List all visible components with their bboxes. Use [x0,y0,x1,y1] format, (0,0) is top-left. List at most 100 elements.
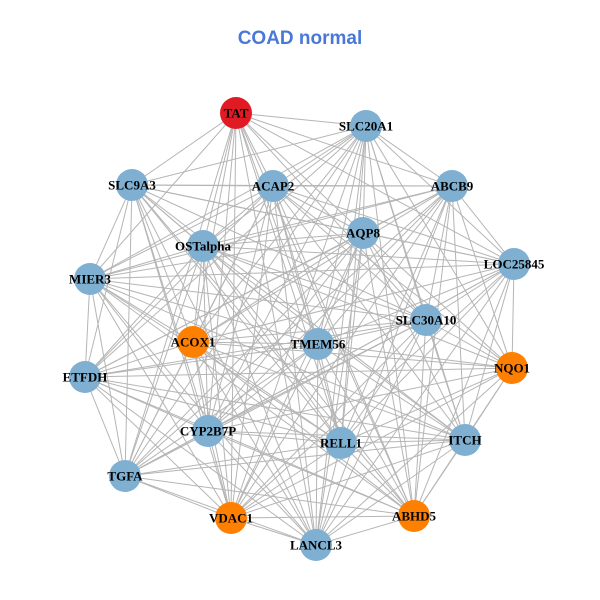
edge-slc9a3-lancl3 [131,184,317,546]
edge-slc9a3-acox1 [131,184,194,343]
edge-loc25845-nqo1 [511,263,515,369]
edge-tat-slc20a1 [235,112,367,127]
edge-acap2-aqp8 [272,185,364,234]
node-abcb9: ABCB9 [431,170,474,202]
node-itch: ITCH [448,424,482,456]
node-slc20a1: SLC20A1 [339,110,393,142]
edge-slc30a10-tmem56 [317,319,427,345]
edge-loc25845-itch [464,263,515,441]
edge-abcb9-tmem56 [317,185,453,345]
node-vdac1: VDAC1 [209,502,253,534]
node-cyp2b7p: CYP2B7P [180,415,236,447]
edge-ostalpha-nqo1 [202,245,513,369]
node-label-tgfa: TGFA [107,469,143,484]
edge-acap2-slc30a10 [272,185,427,321]
node-label-etfdh: ETFDH [63,370,108,385]
edge-slc20a1-etfdh [84,125,367,378]
edge-tat-mier3 [89,112,237,280]
edge-tat-slc9a3 [131,112,237,186]
edge-abhd5-lancl3 [315,515,415,546]
edge-vdac1-abhd5 [230,515,415,519]
node-circle-slc30a10 [410,304,442,336]
node-etfdh: ETFDH [63,361,108,393]
node-circle-acap2 [257,170,289,202]
node-circle-tmem56 [302,328,334,360]
node-acap2: ACAP2 [252,170,294,202]
edge-mier3-abhd5 [89,278,415,517]
edge-loc25845-vdac1 [230,263,515,519]
edge-mier3-acox1 [89,278,194,343]
node-circle-loc25845 [498,248,530,280]
edge-loc25845-mier3 [89,263,515,280]
edge-slc20a1-abcb9 [365,125,453,187]
edge-acap2-lancl3 [272,185,317,546]
edge-aqp8-rell1 [340,232,364,444]
edge-acap2-etfdh [84,185,274,378]
edge-ostalpha-loc25845 [202,245,515,265]
edge-acox1-abhd5 [192,341,415,517]
edge-slc20a1-slc9a3 [131,125,367,186]
edge-mier3-vdac1 [89,278,232,519]
edge-tmem56-lancl3 [315,343,319,546]
edge-ostalpha-mier3 [89,245,204,280]
node-tgfa: TGFA [107,460,143,492]
node-abhd5: ABHD5 [392,500,437,532]
edge-slc9a3-mier3 [89,184,133,280]
edge-tat-tgfa [124,112,237,477]
edge-nqo1-cyp2b7p [207,367,513,432]
node-rell1: RELL1 [320,427,362,459]
node-circle-itch [449,424,481,456]
node-acox1: ACOX1 [171,326,216,358]
node-loc25845: LOC25845 [484,248,545,280]
edge-abcb9-acox1 [192,185,453,343]
edge-loc25845-acox1 [192,263,515,343]
edge-abcb9-tgfa [124,185,453,477]
edge-aqp8-lancl3 [315,232,364,546]
node-circle-slc20a1 [350,110,382,142]
node-label-abcb9: ABCB9 [431,179,474,194]
edge-abcb9-abhd5 [413,185,453,517]
node-label-slc9a3: SLC9A3 [108,178,156,193]
edge-nqo1-rell1 [340,367,513,444]
edge-tmem56-itch [317,343,466,441]
edge-acap2-mier3 [89,185,274,280]
node-circle-lancl3 [300,529,332,561]
edge-itch-tgfa [124,439,466,477]
edge-etfdh-rell1 [84,376,342,444]
node-label-tat: TAT [224,106,249,121]
edge-slc20a1-lancl3 [315,125,367,546]
edge-slc30a10-itch [425,319,466,441]
edge-cyp2b7p-lancl3 [207,430,317,546]
node-circle-rell1 [325,427,357,459]
edge-loc25845-lancl3 [315,263,515,546]
edge-ostalpha-lancl3 [202,245,317,546]
edge-etfdh-vdac1 [84,376,232,519]
edge-tat-loc25845 [235,112,515,265]
edge-tmem56-etfdh [84,343,319,378]
edge-slc20a1-mier3 [89,125,367,280]
edge-mier3-itch [89,278,466,441]
edge-nqo1-vdac1 [230,367,513,519]
edge-tmem56-rell1 [317,343,342,444]
edge-aqp8-slc30a10 [362,232,427,321]
edge-tat-acox1 [192,112,237,343]
edge-cyp2b7p-rell1 [207,430,342,444]
edge-rell1-tgfa [124,442,342,477]
node-label-acox1: ACOX1 [171,335,216,350]
edge-tat-rell1 [235,112,342,444]
node-label-nqo1: NQO1 [494,361,530,376]
node-label-slc20a1: SLC20A1 [339,119,393,134]
node-circle-etfdh [69,361,101,393]
edge-slc20a1-cyp2b7p [207,125,367,432]
edge-tmem56-tgfa [124,343,319,477]
node-mier3: MIER3 [69,263,111,295]
node-ostalpha: OSTalpha [175,230,231,262]
edge-tmem56-cyp2b7p [207,343,319,432]
edge-slc9a3-tgfa [124,184,133,477]
node-label-lancl3: LANCL3 [290,538,343,553]
edge-ostalpha-slc30a10 [202,245,427,321]
edge-cyp2b7p-abhd5 [207,430,415,517]
edge-rell1-itch [340,439,466,444]
edge-rell1-abhd5 [340,442,415,517]
